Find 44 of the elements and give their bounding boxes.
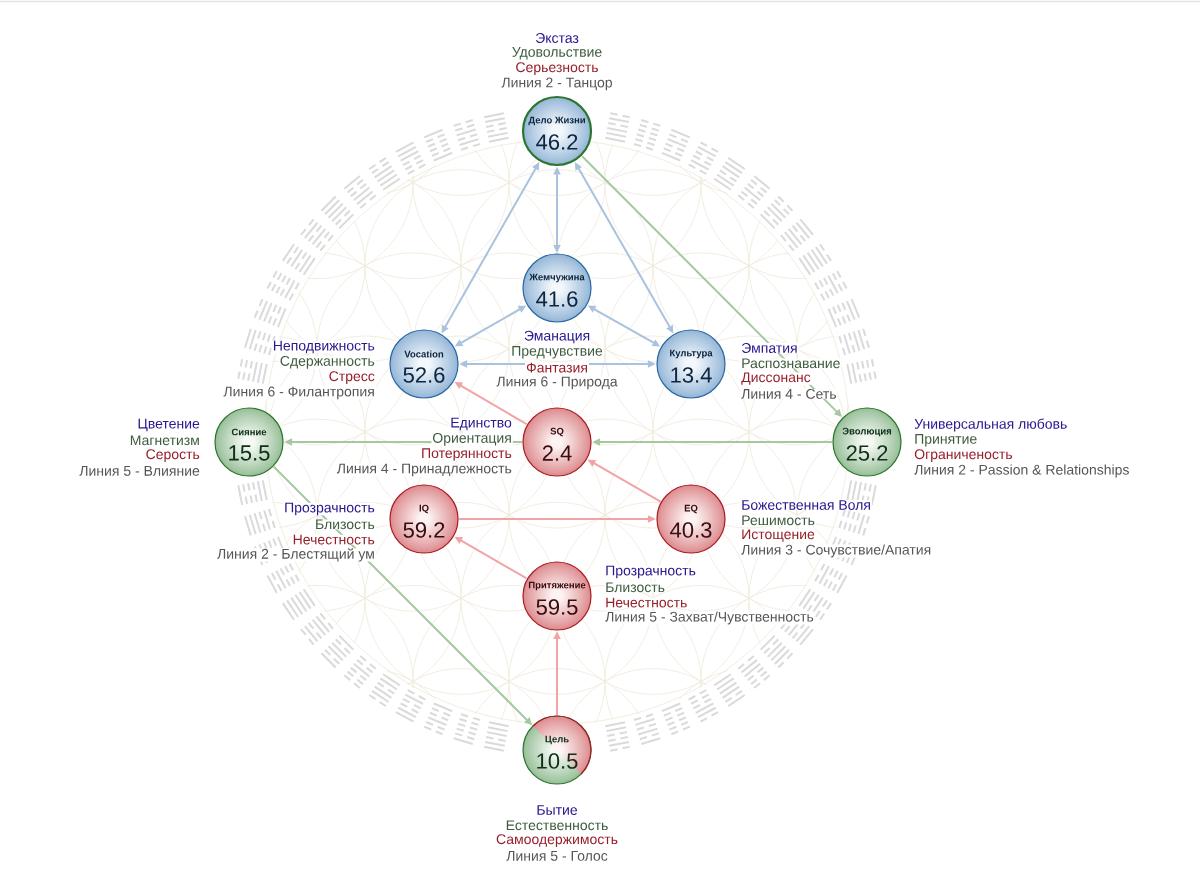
caption-text: Распознавание xyxy=(740,358,842,369)
caption-text: Сдержанность xyxy=(278,355,376,369)
caption-text: Близость xyxy=(314,519,376,530)
caption-text: Ограниченость xyxy=(913,449,1014,462)
caption-text: Линия 4 - Принадлежность xyxy=(335,463,513,477)
caption-text: Истощение xyxy=(740,529,816,542)
caption-text: Линия 2 - Passion & Relationships xyxy=(913,464,1131,478)
caption-text: Нечестность xyxy=(291,534,376,545)
caption-text: Линия 2 - Танцор xyxy=(500,77,614,91)
caption-text: Диссонанс xyxy=(740,372,812,385)
caption-text: Линия 2 - Блестящий ум xyxy=(216,548,376,562)
caption-text: Прозрачность xyxy=(283,502,376,516)
caption-text: Универсальная любовь xyxy=(913,418,1069,432)
caption-text: Близость xyxy=(604,582,666,593)
caption-text: Самоодержимость xyxy=(495,834,619,847)
caption-text: Линия 4 - Сеть xyxy=(740,388,838,399)
caption-text: Серость xyxy=(144,449,201,462)
caption-text: Удовольствие xyxy=(510,47,604,60)
caption-text: Единство xyxy=(449,417,513,431)
caption-text: Экстаз xyxy=(534,33,580,43)
caption-text: Прозрачность xyxy=(604,565,697,579)
caption-text: Эмпатия xyxy=(740,343,799,353)
caption-text: Предчувствие xyxy=(510,346,604,359)
caption-text: Неподвижность xyxy=(271,340,376,354)
caption-text: Линия 5 - Голос xyxy=(505,851,609,861)
caption-text: Решимость xyxy=(740,515,816,526)
caption-text: Серьезность xyxy=(514,62,600,75)
caption-text: Эманация xyxy=(522,330,592,344)
caption-text: Фантазия xyxy=(525,362,589,373)
caption-text: Стресс xyxy=(327,371,376,384)
caption-text: Принятие xyxy=(913,434,979,447)
caption-text: Нечестность xyxy=(604,597,689,608)
caption-text: Естественность xyxy=(504,820,610,831)
caption-text: Линия 6 - Природа xyxy=(495,376,619,390)
caption-text: Магнетизм xyxy=(128,435,201,446)
caption-text: Цветение xyxy=(136,418,201,432)
caption-text: Ориентация xyxy=(431,432,513,446)
caption-text: Линия 5 - Влияние xyxy=(78,466,201,476)
caption-text: Потерянность xyxy=(420,448,513,461)
caption-text: Линия 6 - Филантропия xyxy=(222,386,376,400)
caption-text: Линия 5 - Захват/Чувственность xyxy=(604,611,815,625)
caption-text: Линия 3 - Сочувствие/Апатия xyxy=(740,544,933,558)
caption-text: Бытие xyxy=(535,805,579,815)
caption-text: Божественная Воля xyxy=(740,500,872,510)
